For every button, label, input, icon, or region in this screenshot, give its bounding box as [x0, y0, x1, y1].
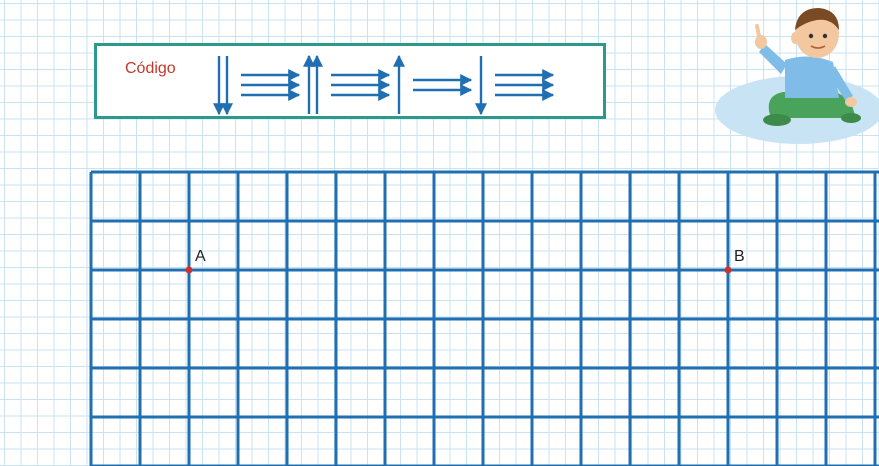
point-b-label: B	[734, 248, 745, 266]
point-a-label: A	[195, 248, 206, 266]
point-a-marker	[186, 267, 193, 274]
point-b-marker	[725, 267, 732, 274]
